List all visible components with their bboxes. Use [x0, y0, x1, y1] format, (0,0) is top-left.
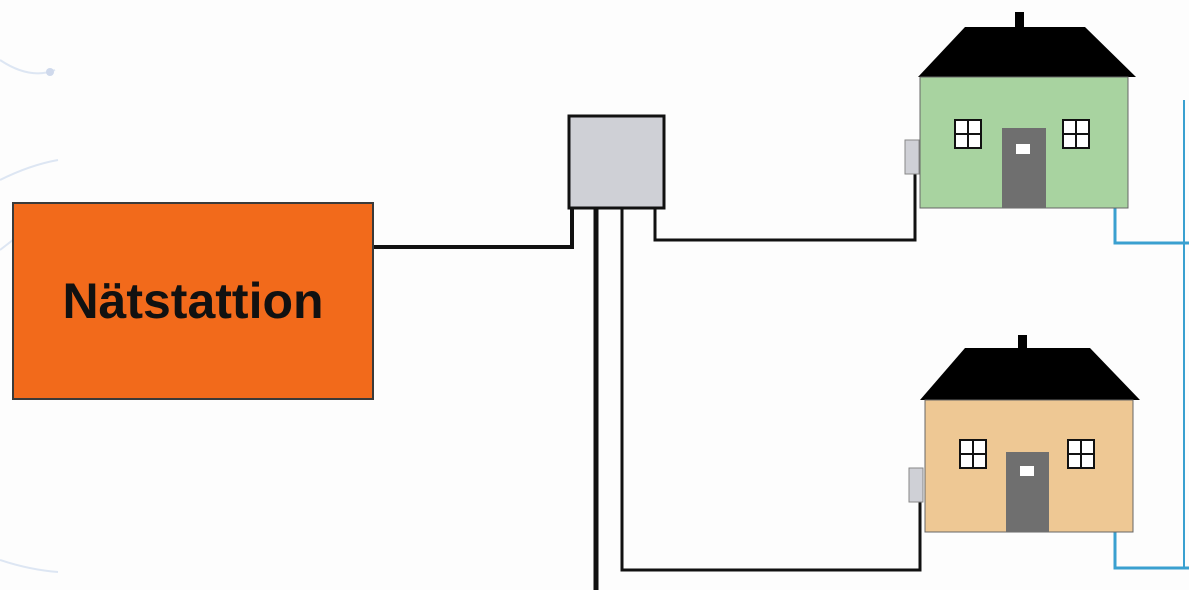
door-window-icon [1016, 144, 1030, 154]
water-pipe-house-1 [1113, 208, 1189, 245]
roof-icon [918, 27, 1136, 77]
meter-box-icon [908, 467, 924, 503]
cable-house-1 [653, 160, 917, 242]
roof-icon [920, 348, 1140, 400]
window-icon [1067, 439, 1095, 469]
grid-station-box: Nätstattion [12, 202, 374, 400]
chimney-icon [1018, 335, 1027, 357]
house-1 [904, 12, 1136, 209]
water-pipe-house-2 [1113, 532, 1189, 570]
distribution-cabinet [567, 114, 666, 210]
chimney-icon [1015, 12, 1024, 34]
station-label: Nätstattion [62, 273, 324, 329]
window-icon [959, 439, 987, 469]
house-2 [908, 335, 1140, 533]
door-window-icon [1020, 466, 1034, 476]
cable-house-2 [620, 208, 922, 572]
main-cable [374, 208, 574, 249]
window-icon [1062, 119, 1090, 149]
cable-lines [374, 160, 922, 590]
window-icon [954, 119, 982, 149]
door-icon [1006, 452, 1049, 532]
meter-box-icon [904, 139, 920, 175]
door-icon [1002, 128, 1046, 208]
water-pipes [1113, 100, 1189, 570]
